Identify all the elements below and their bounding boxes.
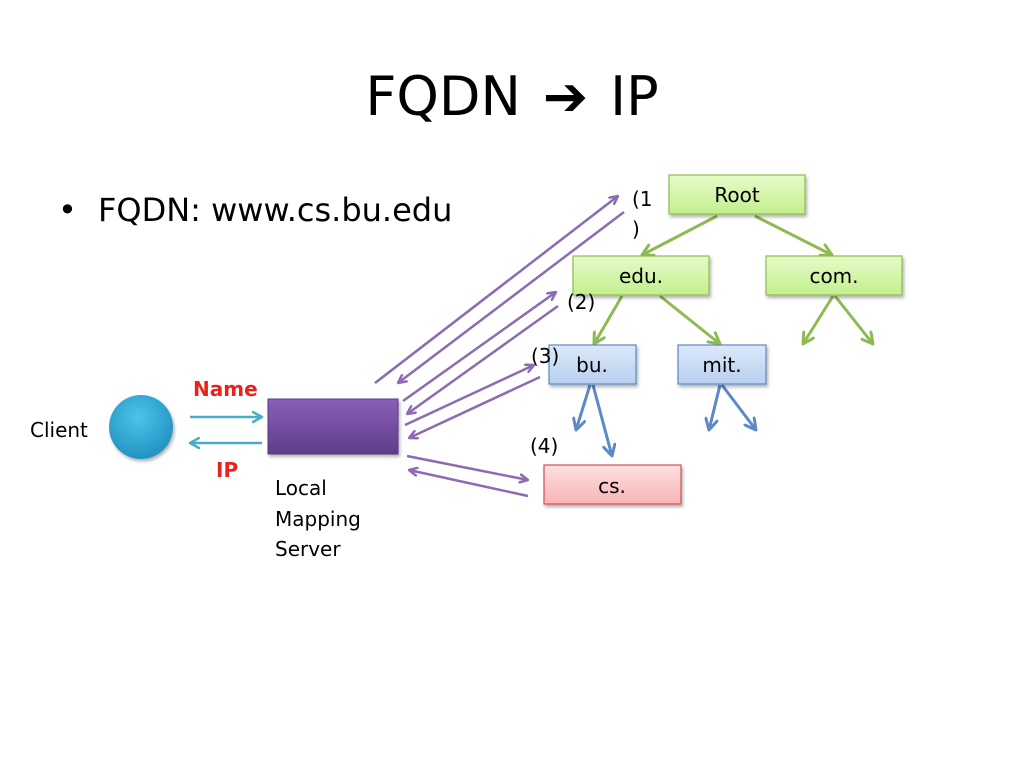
- node-bu-label: bu.: [576, 353, 608, 377]
- node-bu: [548, 344, 637, 385]
- reply-arrow-bu: [409, 375, 541, 438]
- edge-edu-bu: [594, 295, 624, 344]
- node-root-label: Root: [714, 183, 759, 207]
- edge-com-right: [833, 295, 873, 344]
- node-edu-label: edu.: [619, 264, 663, 288]
- tree-edges-blue: [576, 384, 756, 456]
- server-label-line2: Mapping: [275, 507, 361, 531]
- query-arrow-root: [374, 196, 618, 384]
- edge-root-com: [754, 214, 832, 255]
- bullet-text: FQDN: www.cs.bu.edu: [98, 191, 453, 229]
- query-arrow-edu: [402, 292, 556, 403]
- client-node: [109, 395, 173, 459]
- edge-bu-cs: [591, 384, 612, 456]
- edge-bu-left: [576, 384, 592, 430]
- node-cs-label: cs.: [598, 474, 626, 498]
- step4-label: (4): [530, 434, 558, 458]
- node-mit-label: mit.: [702, 353, 741, 377]
- local-mapping-server-box: [267, 398, 399, 455]
- client-label: Client: [30, 418, 88, 442]
- edge-com-left: [803, 295, 835, 344]
- step3-label: (3): [531, 344, 559, 368]
- title-arrow-icon: ➔: [542, 65, 589, 128]
- reply-arrow-cs: [409, 470, 529, 498]
- server-label-line3: Server: [275, 537, 341, 561]
- step1-label-line2: ): [632, 217, 640, 241]
- reply-arrow-edu: [407, 304, 559, 414]
- query-arrow-cs: [406, 454, 528, 480]
- slide-title: FQDN ➔ IP: [0, 62, 1024, 132]
- node-cs: [543, 464, 682, 505]
- title-fqdn: FQDN: [365, 65, 521, 128]
- edge-mit-right: [720, 384, 756, 430]
- query-arrow-bu: [404, 365, 534, 427]
- reply-arrow-root: [398, 211, 625, 383]
- node-root: [668, 174, 806, 215]
- bullet-item: • FQDN: www.cs.bu.edu: [58, 188, 452, 232]
- node-mit: [677, 344, 767, 385]
- name-label: Name: [193, 377, 258, 401]
- step1-label-line1: (1: [632, 187, 653, 211]
- tree-edges-green: [594, 214, 873, 344]
- node-edu: [572, 255, 710, 296]
- bullet-dot-icon: •: [58, 191, 77, 229]
- edge-mit-left: [709, 384, 722, 430]
- ip-label: IP: [216, 458, 238, 482]
- node-com-label: com.: [809, 264, 858, 288]
- server-label-line1: Local: [275, 476, 327, 500]
- edge-edu-mit: [659, 294, 720, 344]
- step2-label: (2): [567, 290, 595, 314]
- title-ip: IP: [610, 65, 659, 128]
- query-arrows: [374, 196, 625, 498]
- node-com: [765, 255, 903, 296]
- edge-root-edu: [642, 214, 718, 255]
